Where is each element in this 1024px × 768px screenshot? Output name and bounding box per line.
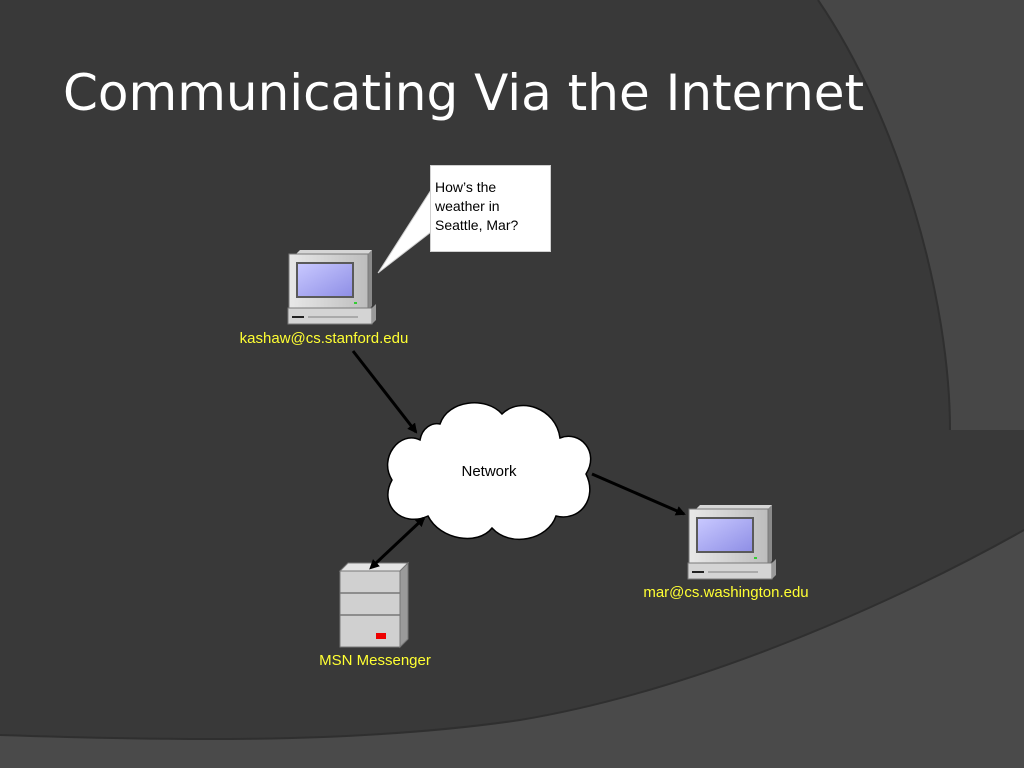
server-icon bbox=[338, 561, 410, 649]
computer-label-stanford: kashaw@cs.stanford.edu bbox=[239, 330, 409, 347]
network-cloud bbox=[386, 402, 592, 541]
lower-right-band-edge bbox=[0, 529, 1024, 741]
lower-right-band bbox=[0, 530, 1024, 768]
top-right-band bbox=[818, 0, 1024, 430]
top-right-band-inner bbox=[817, 0, 951, 431]
computer-label-washington: mar@cs.washington.edu bbox=[643, 584, 809, 601]
arrow-network-to-washington bbox=[591, 472, 686, 516]
computer-icon-stanford bbox=[287, 250, 376, 325]
server-label: MSN Messenger bbox=[319, 652, 431, 669]
slide-title: Communicating Via the Internet bbox=[63, 64, 865, 122]
computer-icon-washington bbox=[687, 505, 776, 580]
speech-bubble: How’s the weather in Seattle, Mar? bbox=[430, 165, 551, 252]
speech-bubble-tail bbox=[377, 188, 432, 274]
arrow-server-network bbox=[369, 516, 426, 570]
speech-bubble-line-1: How’s the bbox=[435, 179, 497, 195]
network-label: Network bbox=[461, 463, 517, 480]
speech-bubble-line-2: weather in bbox=[435, 198, 500, 214]
arrow-stanford-to-network bbox=[351, 350, 418, 434]
speech-bubble-line-3: Seattle, Mar? bbox=[435, 217, 519, 233]
